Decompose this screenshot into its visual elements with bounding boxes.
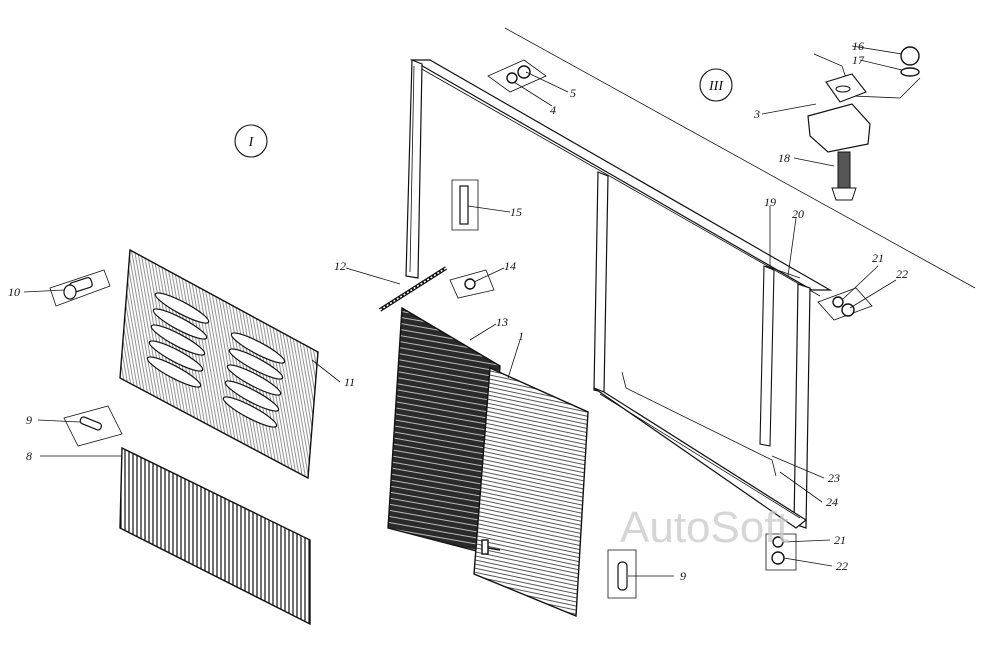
label-22-lower: 22 [836,559,848,573]
label-23: 23 [828,471,840,485]
clip-9-right [607,549,637,599]
view-label-1: I [248,135,255,150]
label-14: 14 [504,259,516,273]
label-18: 18 [778,151,790,165]
label-12: 12 [334,259,346,273]
label-13: 13 [496,315,508,329]
shutter-control-rod [378,266,448,312]
label-9-left: 9 [26,413,32,427]
label-21-upper: 21 [872,251,884,265]
label-22-upper: 22 [896,267,908,281]
label-10: 10 [8,285,20,299]
bolt-10 [49,269,111,307]
nut-washer-21-22-lower [765,533,797,571]
nut-washer-21-22-upper [817,287,873,321]
view-label-3: III [708,79,724,94]
label-9-right: 9 [680,569,686,583]
bracket-assembly [807,46,921,201]
label-1: 1 [518,329,524,343]
front-grille-panel [119,248,319,480]
label-4: 4 [550,103,556,117]
radiator-cover [473,366,589,618]
reference-line [504,27,976,289]
view-marker-1: I [234,124,268,158]
label-20: 20 [792,207,804,221]
part-labels: 10 9 8 11 12 13 1 14 15 4 5 16 17 3 18 1… [8,39,908,583]
label-16: 16 [852,39,864,53]
pin-15 [451,179,479,231]
leader-lines [23,45,903,577]
label-11: 11 [344,375,355,389]
label-8: 8 [26,449,32,463]
watermark: AutoSoft [620,503,789,552]
clip-9-left [63,405,123,447]
label-15: 15 [510,205,522,219]
label-24: 24 [826,495,838,509]
frame-reinforcement [759,265,801,447]
label-21-lower: 21 [834,533,846,547]
label-3: 3 [753,107,760,121]
label-5: 5 [570,86,576,100]
view-marker-3: III [699,68,733,102]
label-17: 17 [852,53,865,67]
nut-washer-4-5 [487,59,547,93]
insect-screen-panel [119,446,311,626]
washer-14 [449,269,495,299]
label-19: 19 [764,195,776,209]
